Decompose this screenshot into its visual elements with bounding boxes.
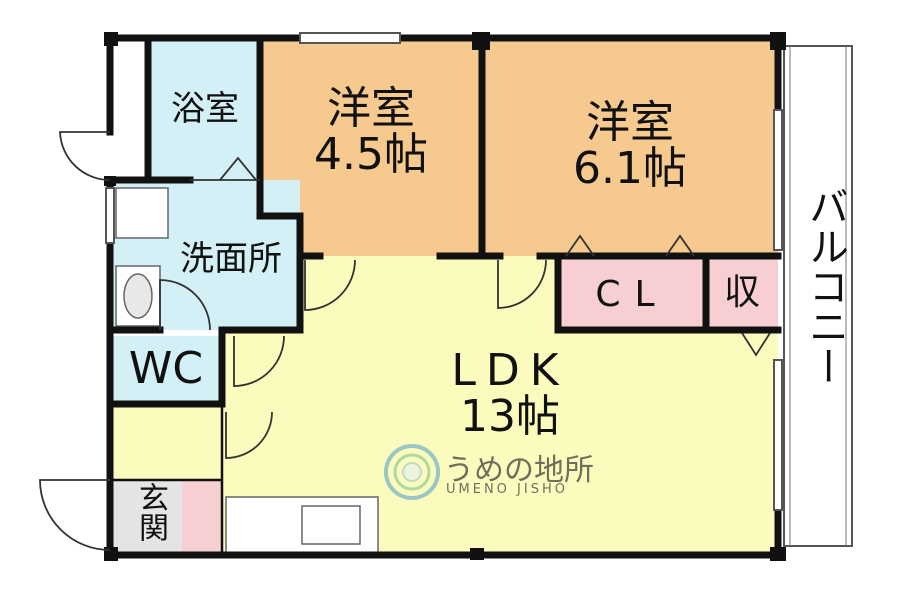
kitchen-sink [301,505,361,545]
balcony-label: バルコニー [802,186,848,386]
wc-area [110,336,222,404]
western-room-1-size: 4.5帖 [314,129,428,181]
walls [106,34,782,559]
western-room-2-label: 洋室 6.1帖 [484,97,776,195]
western-room-1-name: 洋室 [327,83,415,134]
thin-walls [110,404,224,555]
western-room-2-name: 洋室 [586,97,674,148]
western-room-1-label: 洋室 4.5帖 [262,83,480,181]
balcony-outline [783,45,853,547]
washroom-label: 洗面所 [180,239,282,279]
ldk-hall-area [110,404,222,480]
ldk-size: 13帖 [460,391,560,443]
storage-label: 収 [723,272,760,313]
bath-label: 浴室 [171,89,239,129]
bath-area [148,38,260,180]
doors [39,131,771,551]
wc-label: WC [128,343,204,394]
entrance-step [182,480,222,555]
entrance-label: 玄関 [133,482,168,542]
entrance-area [110,480,182,555]
western-room-2-area [482,38,778,256]
wash-basin-bowl [123,273,153,319]
ldk-name: LDK [451,345,569,396]
washing-machine-pan [115,187,169,239]
western-room-2-size: 6.1帖 [573,143,687,195]
closet-label: CL [595,274,669,315]
windows [105,32,783,511]
storage-area [708,258,778,330]
watermark-logo [384,444,440,500]
closet-area [558,258,706,330]
watermark-romaji: UMENO JISHO [446,482,568,497]
ldk-label: LDK 13帖 [380,345,640,443]
watermark-brand: うめの地所 [444,453,594,488]
